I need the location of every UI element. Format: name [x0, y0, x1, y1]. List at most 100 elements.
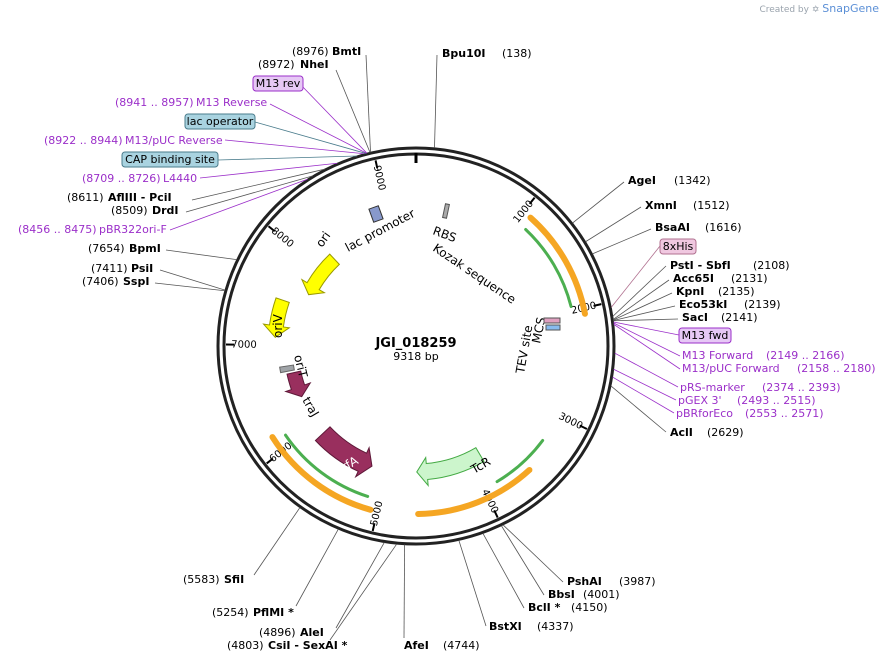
svg-text:M13/pUC Forward: M13/pUC Forward: [682, 362, 780, 375]
site-label-sspi[interactable]: (7406) SspI: [82, 275, 149, 288]
leader-line: [613, 368, 677, 401]
mcs-mark: [545, 324, 561, 331]
svg-text:(1512): (1512): [693, 199, 730, 212]
site-label-afliii[interactable]: (8611) AflIII - PciI: [67, 191, 172, 204]
site-label-saci[interactable]: SacI (2141): [682, 311, 758, 324]
leader-line: [224, 139, 365, 155]
site-label-bsaai[interactable]: BsaAI (1616): [655, 221, 742, 234]
feature-ori[interactable]: [300, 253, 341, 296]
site-label-bbsi[interactable]: BbsI (4001): [548, 588, 620, 601]
svg-text:(8922 .. 8944): (8922 .. 8944): [44, 134, 123, 147]
feature-label-oriv: oriV: [271, 313, 285, 338]
feature-trfa[interactable]: [314, 426, 373, 479]
svg-text:AgeI: AgeI: [628, 174, 656, 187]
site-label-kpni[interactable]: KpnI (2135): [676, 285, 755, 298]
primer-label-pgex3[interactable]: pGEX 3' (2493 .. 2515): [678, 394, 816, 407]
svg-text:(2108): (2108): [753, 259, 790, 272]
site-label-acc65i[interactable]: Acc65I (2131): [673, 272, 768, 285]
tick-5000: [371, 522, 376, 532]
box-label-m13-fwd[interactable]: M13 fwd: [678, 327, 732, 344]
leader-line: [159, 269, 226, 291]
svg-text:(4803): (4803): [227, 639, 264, 652]
leader-line: [154, 282, 225, 292]
svg-text:(2629): (2629): [707, 426, 744, 439]
svg-text:lac operator: lac operator: [187, 115, 254, 128]
leader-line: [335, 69, 371, 153]
svg-text:XmnI: XmnI: [645, 199, 677, 212]
site-label-bpu10i[interactable]: Bpu10I (138): [442, 47, 532, 60]
site-label-bstxi[interactable]: BstXI (4337): [489, 620, 574, 633]
primer-label-pbrforeco[interactable]: pBRforEco (2553 .. 2571): [676, 407, 824, 420]
tick-4000: [493, 509, 499, 518]
box-label-lac-operator[interactable]: lac operator: [184, 113, 256, 130]
leader-line: [612, 376, 675, 414]
box-label-m13-rev[interactable]: M13 rev: [252, 75, 304, 92]
green-arc-trfa: [284, 433, 370, 498]
site-label-nhei[interactable]: (8972) NheI: [258, 58, 329, 71]
site-label-pflmi[interactable]: (5254) PflMI *: [212, 606, 294, 619]
leader-line: [613, 292, 673, 321]
svg-text:(1616): (1616): [705, 221, 742, 234]
feature-oriv[interactable]: [262, 297, 291, 338]
svg-text:(5254): (5254): [212, 606, 249, 619]
tick-label-5000: 5000: [369, 500, 386, 527]
feature-tcr[interactable]: [416, 447, 485, 487]
site-label-xmni[interactable]: XmnI (1512): [645, 199, 730, 212]
primer-label-m13-reverse[interactable]: (8941 .. 8957) M13 Reverse: [115, 96, 267, 109]
svg-text:(8611): (8611): [67, 191, 104, 204]
site-label-acli[interactable]: AclI (2629): [670, 426, 744, 439]
site-label-csii[interactable]: (4803) CsiI - SexAI *: [227, 639, 348, 652]
site-label-drdi[interactable]: (8509) DrdI: [111, 204, 179, 217]
primer-label-pbr322ori-f[interactable]: (8456 .. 8475) pBR322ori-F: [18, 223, 167, 236]
feature-arrows: [262, 253, 485, 487]
feature-label-ori: ori: [313, 229, 333, 250]
leader-line: [613, 321, 680, 336]
site-label-eco53ki[interactable]: Eco53kI (2139): [679, 298, 781, 311]
leader-line: [295, 529, 339, 607]
site-label-psti[interactable]: PstI - SbfI (2108): [670, 259, 790, 272]
leader-line: [613, 305, 676, 321]
svg-text:(2141): (2141): [721, 311, 758, 324]
svg-text:PflMI *: PflMI *: [253, 606, 294, 619]
tick-label-7000: 7000: [231, 340, 257, 351]
tick-3000: [579, 424, 588, 430]
leader-line: [253, 507, 301, 576]
box-label-8xhis[interactable]: 8xHis: [659, 238, 697, 255]
site-label-agei[interactable]: AgeI (1342): [628, 174, 711, 187]
svg-text:CsiI - SexAI *: CsiI - SexAI *: [268, 639, 348, 652]
svg-text:(8941 .. 8957): (8941 .. 8957): [115, 96, 194, 109]
site-label-bpmi[interactable]: (7654) BpmI: [88, 242, 161, 255]
svg-text:(2374 .. 2393): (2374 .. 2393): [762, 381, 841, 394]
primer-label-m13-puc-forward[interactable]: M13/pUC Forward (2158 .. 2180): [682, 362, 876, 375]
plasmid-name: JGI_018259: [374, 336, 456, 351]
site-label-psii[interactable]: (7411) PsiI: [91, 262, 153, 275]
lac-operator-mark: [368, 205, 384, 223]
leader-line: [329, 543, 398, 641]
tick-9000: [374, 160, 379, 169]
snapgene-brand: SnapGene: [822, 2, 879, 15]
rbs-mark: [441, 203, 451, 219]
primer-label-prs-marker[interactable]: pRS-marker (2374 .. 2393): [680, 381, 841, 394]
svg-text:(138): (138): [502, 47, 532, 60]
primer-label-m13-forward[interactable]: M13 Forward (2149 .. 2166): [682, 349, 845, 362]
site-label-bcli[interactable]: BclI * (4150): [528, 601, 608, 614]
svg-text:AclI: AclI: [670, 426, 693, 439]
svg-text:PsiI: PsiI: [131, 262, 153, 275]
site-label-pshai[interactable]: PshAI (3987): [567, 575, 656, 588]
svg-text:M13 fwd: M13 fwd: [682, 329, 729, 342]
primer-label-l4440[interactable]: (8709 .. 8726) L4440: [82, 172, 197, 185]
site-label-alei[interactable]: (4896) AleI: [259, 626, 324, 639]
site-label-sfii[interactable]: (5583) SfiI: [183, 573, 244, 586]
svg-text:8xHis: 8xHis: [663, 240, 694, 253]
site-label-afei[interactable]: AfeI (4744): [404, 639, 480, 652]
site-label-bmti[interactable]: (8976) BmtI: [292, 45, 361, 58]
leader-line: [217, 155, 357, 161]
inner-label-kozak: Kozak sequence: [430, 241, 518, 307]
primer-label-m13-puc-reverse[interactable]: (8922 .. 8944) M13/pUC Reverse: [44, 134, 223, 147]
feature-orit[interactable]: [279, 364, 295, 374]
inner-label-rbs: RBS: [431, 224, 458, 245]
box-label-cap-binding-site[interactable]: CAP binding site: [121, 151, 219, 168]
feature-traj[interactable]: [284, 370, 312, 398]
svg-text:M13/pUC Reverse: M13/pUC Reverse: [125, 134, 223, 147]
svg-text:(4150): (4150): [571, 601, 608, 614]
